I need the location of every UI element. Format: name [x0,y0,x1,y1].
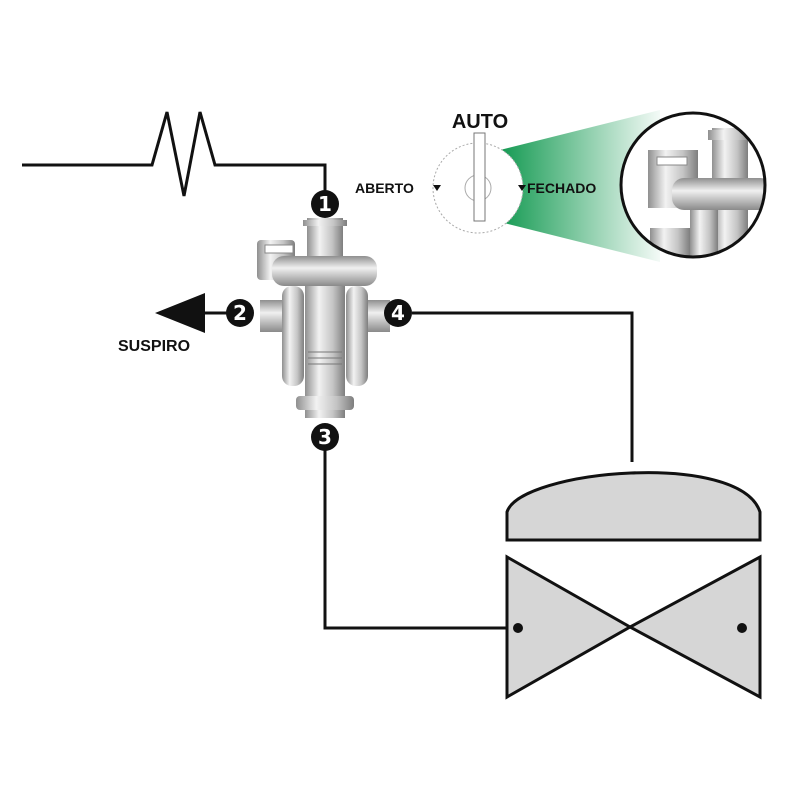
port-2-label: 2 [233,301,247,325]
dial-handle[interactable] [473,132,486,222]
vent-arrow-icon [155,293,205,333]
auto-label: AUTO [452,111,508,133]
open-label: ABERTO [355,180,414,196]
valve-body-right [626,554,762,700]
zoom-cone [500,110,660,262]
port-4-badge: 4 [384,299,412,327]
actuator-diaphragm [505,471,762,542]
positioner-valve [257,218,390,418]
port-4-line [412,311,634,462]
port-3-line [323,450,518,630]
closed-marker-icon [518,185,526,191]
port-1-badge: 1 [311,190,339,218]
closed-label: FECHADO [527,180,596,196]
port-3-label: 3 [318,425,332,449]
port-3-badge: 3 [311,423,339,451]
signal-line [22,111,327,197]
port-4-label: 4 [391,301,405,325]
mode-dial[interactable] [432,132,526,234]
port-1-label: 1 [318,192,332,216]
inlet-dot [513,623,523,633]
port-2-badge: 2 [226,299,254,327]
detail-magnifier [619,111,767,259]
vent-label: SUSPIRO [118,338,190,355]
open-marker-icon [433,185,441,191]
outlet-dot [737,623,747,633]
valve-body-left [505,554,634,700]
